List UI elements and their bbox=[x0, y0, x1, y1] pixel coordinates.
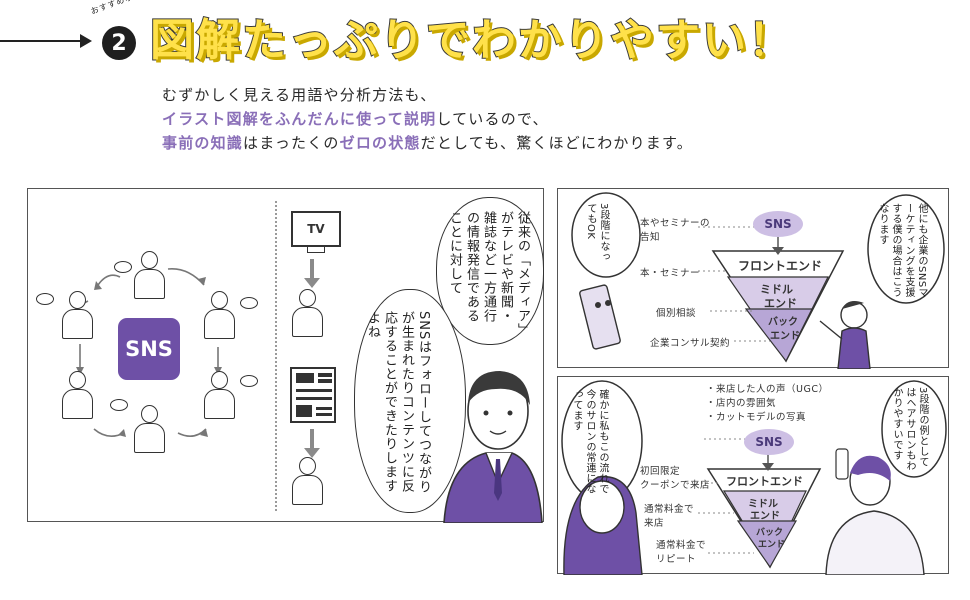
newspaper-icon bbox=[290, 367, 336, 423]
intro-text-span: はまったくの bbox=[243, 134, 340, 152]
sns-network-arrows bbox=[69, 268, 229, 437]
person-figure bbox=[202, 371, 236, 423]
intro-text-span: だとしても、驚くほどにわかります。 bbox=[420, 134, 693, 152]
person-figure bbox=[60, 371, 94, 423]
tv-icon: TV bbox=[291, 211, 341, 247]
funnel-middle-label: エンド bbox=[750, 511, 780, 522]
person-figure bbox=[132, 251, 166, 303]
speech-text-consulting: 他にも企業のSNSマーケティングを支援する僕の場合はこうなります bbox=[877, 203, 927, 299]
intro-highlight: 事前の知識 bbox=[162, 134, 244, 152]
illustration-panel-sns-vs-media: SNS TV 従来の「メディア」がテレビや新聞・雑誌など一方通行の情報発信である… bbox=[27, 188, 544, 523]
speech-text-lower: SNSはフォローしてつながりが生まれたりコンテンツに反応することができたりします… bbox=[365, 311, 431, 495]
funnel-back-label: エンド bbox=[770, 331, 800, 342]
speech-bubble-icon bbox=[240, 297, 258, 309]
person-figure bbox=[290, 289, 324, 341]
intro-line-3: 事前の知識はまったくのゼロの状態だとしても、驚くほどにわかります。 bbox=[162, 131, 693, 155]
down-arrow-icon bbox=[304, 429, 320, 458]
speech-bubble-icon bbox=[240, 375, 258, 387]
funnel-label-repeat: リピート bbox=[656, 554, 697, 565]
speech-bubble bbox=[436, 197, 544, 345]
person-figure bbox=[290, 457, 324, 509]
funnel-diagram bbox=[561, 380, 947, 575]
point-number-badge: 2 bbox=[102, 26, 136, 60]
funnel-back-label: バック bbox=[768, 317, 798, 328]
funnel-middle-label: エンド bbox=[764, 297, 797, 310]
person-figure bbox=[202, 291, 236, 343]
funnel-label-coupon: クーポンで来店 bbox=[640, 480, 711, 491]
down-arrow-icon bbox=[304, 259, 320, 288]
funnel-label-books: 本・セミナー bbox=[640, 268, 701, 279]
funnel-middle-label: ミドル bbox=[748, 499, 778, 510]
speech-bubble-icon bbox=[110, 399, 128, 411]
funnel-label-coupon: 初回限定 bbox=[640, 466, 681, 477]
funnel-front-end: フロントエンド bbox=[726, 475, 803, 488]
funnel-front-end: フロントエンド bbox=[738, 259, 823, 273]
header-arrow-line bbox=[0, 40, 88, 42]
intro-line-2: イラスト図解をふんだんに使って説明しているので、 bbox=[162, 107, 693, 131]
funnel-label-repeat: 通常料金で bbox=[656, 540, 707, 551]
funnel-label-regular: 通常料金で bbox=[644, 504, 695, 515]
speech-text-salon-example: 3段階の例としてはヘアサロンもわかりやすいです bbox=[891, 387, 928, 471]
speech-text-regular-customer: 確かに私もこの流れで今のサロンの常連になってます bbox=[571, 389, 608, 494]
funnel-back-label: バック bbox=[756, 528, 784, 538]
sns-source-oval: SNS bbox=[753, 211, 803, 237]
illustration-panel-consulting-funnel: SNS 本やセミナーの 告知 本・セミナー 個別相談 企業コンサル契約 フロント… bbox=[557, 188, 949, 369]
intro-text-span: しているので、 bbox=[436, 110, 549, 128]
intro-text: むずかしく見える用語や分析方法も、 イラスト図解をふんだんに使って説明しているの… bbox=[162, 83, 693, 155]
ugc-list-item: ・来店した人の声（UGC） bbox=[706, 384, 829, 395]
speech-text-upper: 従来の「メディア」がテレビや新聞・雑誌など一方通行の情報発信であることに対して bbox=[447, 211, 530, 331]
tv-stand-icon bbox=[307, 247, 325, 253]
sns-source-oval: SNS bbox=[744, 429, 794, 455]
funnel-diagram bbox=[571, 192, 945, 369]
person-figure bbox=[132, 405, 166, 457]
ugc-list-item: ・店内の雰囲気 bbox=[706, 398, 777, 409]
intro-highlight: ゼロの状態 bbox=[339, 134, 421, 152]
intro-highlight: イラスト図解をふんだんに使って説明 bbox=[162, 110, 437, 128]
intro-line-1: むずかしく見える用語や分析方法も、 bbox=[162, 86, 437, 104]
presenter-man-illustration bbox=[443, 371, 543, 523]
ugc-list-item: ・カットモデルの写真 bbox=[706, 412, 807, 423]
illustration-panel-hair-salon-funnel: SNS ・来店した人の声（UGC） ・店内の雰囲気 ・カットモデルの写真 初回限… bbox=[557, 376, 949, 575]
funnel-back-label: エンド bbox=[758, 540, 786, 550]
funnel-middle-label: ミドル bbox=[760, 283, 793, 296]
speech-bubble-icon bbox=[36, 293, 54, 305]
page-title: 図解たっぷりでわかりやすい！ bbox=[149, 14, 794, 67]
speech-bubble-icon bbox=[114, 261, 132, 273]
person-figure bbox=[60, 291, 94, 343]
funnel-label-notice: 本やセミナーの 告知 bbox=[640, 218, 711, 243]
arrow-right-icon bbox=[80, 34, 92, 48]
speech-text-three-stages: 3段階になってもOK bbox=[585, 203, 609, 263]
funnel-label-consult: 個別相談 bbox=[656, 308, 697, 319]
funnel-label-regular: 来店 bbox=[644, 518, 665, 529]
panel-divider bbox=[275, 201, 277, 511]
sns-app-icon: SNS bbox=[118, 318, 180, 380]
speech-bubble bbox=[354, 289, 466, 513]
funnel-label-contract: 企業コンサル契約 bbox=[650, 338, 731, 349]
